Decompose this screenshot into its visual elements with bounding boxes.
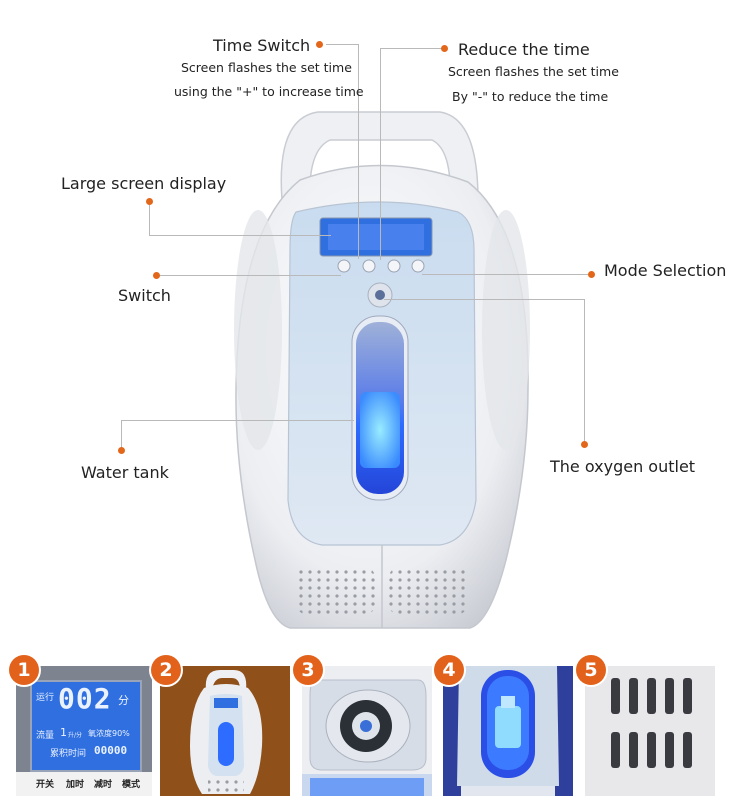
oxygen-concentrator-illustration <box>234 111 530 629</box>
lcd-digits: 002 <box>58 682 112 715</box>
reduce-time-desc-2: By "-" to reduce the time <box>452 89 609 104</box>
callout-dot <box>316 41 323 48</box>
leader-line <box>358 44 359 259</box>
leader-line <box>121 420 354 421</box>
callout-dot <box>588 271 595 278</box>
leader-line <box>584 299 585 444</box>
switch-label: Switch <box>118 286 171 305</box>
lcd-run-label: 运行 <box>36 693 55 703</box>
thumb-button-label: 减时 <box>94 780 113 790</box>
thumbnail-outlet <box>302 666 432 796</box>
thumbnail-number-badge: 3 <box>293 655 323 685</box>
leader-line <box>422 274 592 275</box>
reduce-time-label: Reduce the time <box>458 40 590 59</box>
oxygen-outlet-label: The oxygen outlet <box>550 457 696 476</box>
lcd-total-digits: 00000 <box>94 744 128 757</box>
leader-line <box>121 420 122 448</box>
thumbnail-number-badge: 2 <box>151 655 181 685</box>
thumb-button-label: 开关 <box>36 780 55 790</box>
time-switch-label: Time Switch <box>213 36 311 55</box>
thumbnail-vent <box>585 666 715 796</box>
lcd-screen: 运行 002 分 流量 1 升/分 氧浓度90% 累积时间 00000 <box>30 680 142 772</box>
thumbnail-water-tank <box>443 666 573 796</box>
mode-selection-label: Mode Selection <box>604 261 727 280</box>
thumbnail-number-badge: 4 <box>434 655 464 685</box>
lcd-flow-unit: 升/分 <box>68 732 83 739</box>
thumb-button-label: 模式 <box>122 780 141 790</box>
lcd-flow-value: 1 <box>60 726 67 739</box>
thumbnail-number-badge: 1 <box>9 655 39 685</box>
large-screen-label: Large screen display <box>61 174 227 193</box>
thumbnail-device <box>160 666 290 796</box>
callout-dot <box>118 447 125 454</box>
device-mini-illustration <box>160 666 290 796</box>
lcd-total-label: 累积时间 <box>50 749 87 759</box>
thumbnail-number-badge: 5 <box>576 655 606 685</box>
reduce-time-desc-1: Screen flashes the set time <box>448 64 619 79</box>
lcd-flow-label: 流量 <box>36 731 55 741</box>
callout-dot <box>441 45 448 52</box>
time-switch-desc-1: Screen flashes the set time <box>181 60 352 75</box>
lcd-unit: 分 <box>118 694 129 707</box>
thumb-button-label: 加时 <box>66 780 85 790</box>
leader-line <box>384 299 584 300</box>
leader-line <box>380 48 381 260</box>
water-tank-label: Water tank <box>81 463 169 482</box>
callout-dot <box>581 441 588 448</box>
leader-line <box>326 44 358 45</box>
thumbnail-screen: 运行 002 分 流量 1 升/分 氧浓度90% 累积时间 00000 开关 加… <box>16 666 152 796</box>
time-switch-desc-2: using the "+" to increase time <box>174 84 364 99</box>
outlet-closeup <box>302 666 432 796</box>
lcd-concentration: 氧浓度90% <box>88 729 130 738</box>
callout-dot <box>153 272 160 279</box>
water-tank-closeup <box>443 666 573 796</box>
callout-dot <box>146 198 153 205</box>
leader-line <box>157 275 341 276</box>
leader-line <box>149 235 331 236</box>
leader-line <box>149 202 150 235</box>
leader-line <box>380 48 442 49</box>
vent-closeup <box>585 666 715 796</box>
